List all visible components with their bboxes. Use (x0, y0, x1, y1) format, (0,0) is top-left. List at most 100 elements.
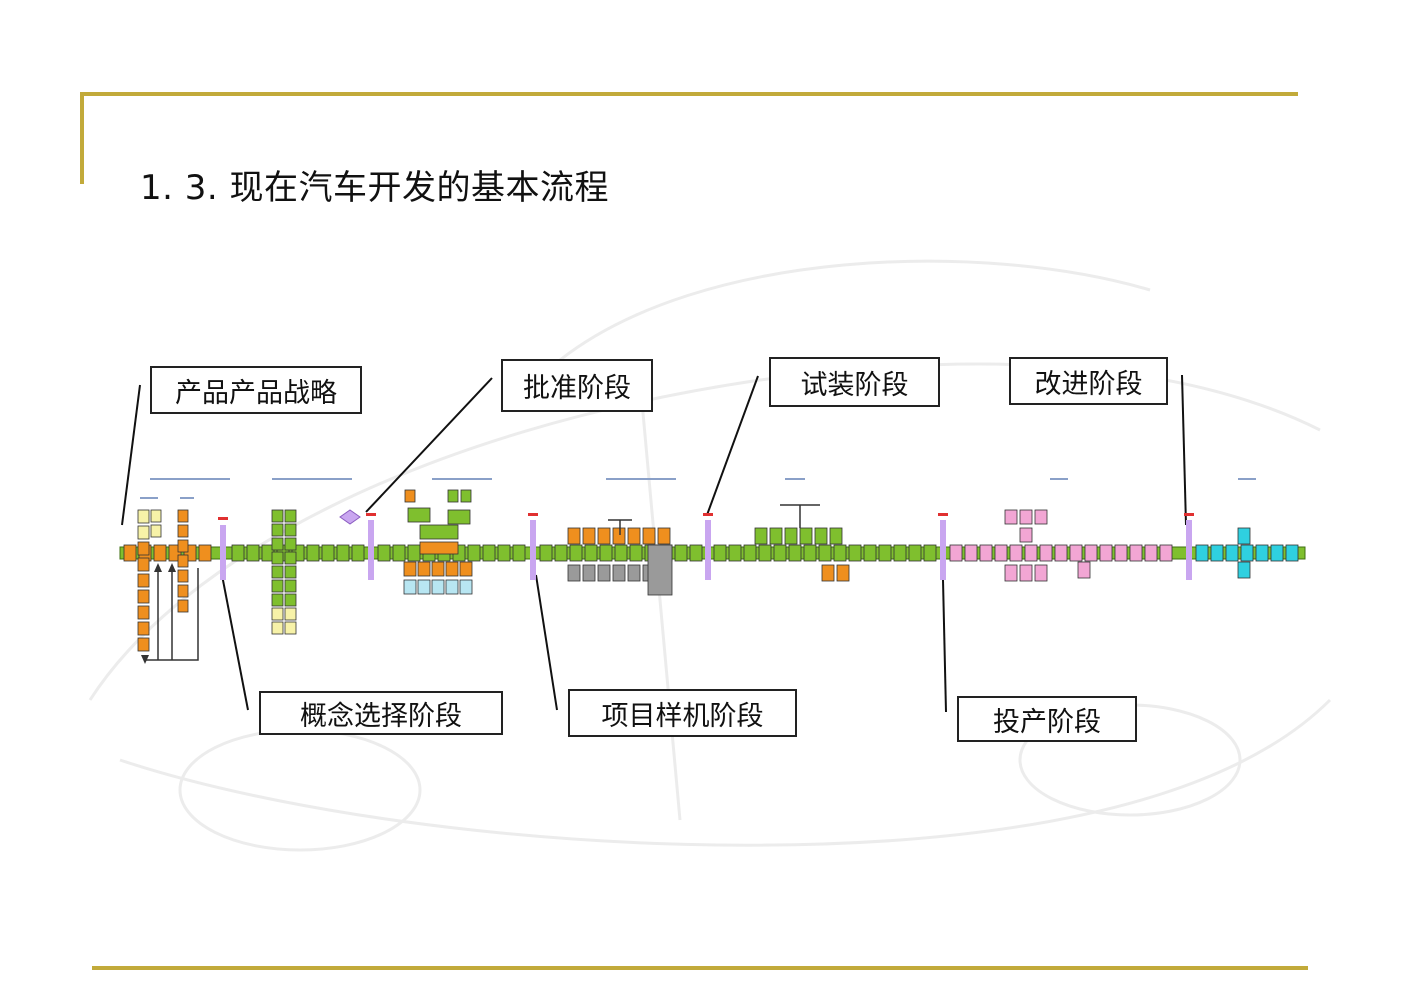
activity-block (627, 527, 641, 545)
activity-block (597, 527, 611, 545)
gate-flag (366, 513, 376, 516)
feedback-arrows (144, 568, 199, 661)
gate-flag (218, 517, 228, 520)
activity-block (284, 593, 297, 607)
bottom-rule (92, 966, 1308, 970)
activity-block (923, 544, 937, 562)
activity-block (567, 527, 581, 545)
activity-block (447, 509, 471, 525)
activity-block (177, 584, 189, 598)
gate-marker (530, 520, 536, 580)
activity-block (908, 544, 922, 562)
activity-block (554, 544, 568, 562)
activity-block (150, 509, 162, 523)
activity-block (1237, 561, 1251, 579)
activity-block (582, 527, 596, 545)
activity-block (336, 544, 350, 562)
page-title: 1. 3. 现在汽车开发的基本流程 (140, 168, 609, 208)
activity-block (246, 544, 260, 562)
activity-block (713, 544, 727, 562)
activity-block (137, 621, 150, 636)
activity-block (1159, 544, 1173, 562)
activity-block (1237, 527, 1251, 545)
activity-block (271, 607, 284, 621)
activity-block (284, 565, 297, 579)
stage-label-product-strategy: 产品产品战略 (150, 366, 362, 414)
activity-block (459, 579, 473, 595)
activity-block (417, 579, 431, 595)
gate-flag (703, 513, 713, 516)
activity-block (1024, 544, 1038, 562)
activity-block (351, 544, 365, 562)
activity-block (177, 599, 189, 613)
stage-label-approval: 批准阶段 (501, 359, 653, 412)
activity-block (743, 544, 757, 562)
activity-block (392, 544, 406, 562)
leader-line-improvement (1181, 374, 1187, 526)
activity-block (284, 579, 297, 593)
activity-block (284, 607, 297, 621)
activity-block (460, 489, 472, 503)
stage-label-improvement: 改进阶段 (1009, 357, 1168, 405)
activity-block (137, 637, 150, 652)
activity-block (614, 544, 628, 562)
activity-block (271, 551, 284, 565)
activity-block (271, 523, 284, 537)
activity-block (833, 544, 847, 562)
activity-block (1004, 564, 1018, 582)
activity-block (612, 564, 626, 582)
activity-block (404, 489, 416, 503)
gate-flag (938, 513, 948, 516)
activity-block (788, 544, 802, 562)
activity-block (769, 527, 783, 545)
activity-block (137, 541, 150, 556)
activity-block (377, 544, 391, 562)
activity-block (773, 544, 787, 562)
activity-block (612, 527, 626, 545)
activity-block (1039, 544, 1053, 562)
activity-block (642, 527, 656, 545)
leader-line-approval (365, 377, 493, 513)
activity-block (271, 537, 284, 551)
activity-block (407, 544, 421, 562)
activity-block (407, 507, 431, 523)
activity-block (657, 527, 671, 545)
activity-block (674, 544, 688, 562)
activity-block (284, 551, 297, 565)
activity-block (177, 524, 189, 538)
activity-block (1069, 544, 1083, 562)
stage-label-production: 投产阶段 (957, 696, 1137, 742)
activity-block (1034, 564, 1048, 582)
activity-block (271, 621, 284, 635)
activity-block (198, 544, 212, 562)
stage-label-project-prototype: 项目样机阶段 (568, 689, 797, 737)
activity-block (1129, 544, 1143, 562)
activity-block (758, 544, 772, 562)
activity-block (1144, 544, 1158, 562)
activity-block (137, 573, 150, 588)
activity-block (647, 544, 673, 596)
activity-block (447, 489, 459, 503)
activity-block (271, 509, 284, 523)
activity-block (567, 564, 581, 582)
leader-line-product-strategy (121, 384, 141, 526)
activity-block (1210, 544, 1224, 562)
activity-block (1019, 509, 1033, 525)
activity-block (431, 579, 445, 595)
tiny-captions (140, 478, 1256, 499)
activity-block (177, 554, 189, 568)
activity-block (829, 527, 843, 545)
activity-block (497, 544, 511, 562)
activity-block (445, 561, 459, 577)
activity-block (150, 524, 162, 538)
activity-block (284, 621, 297, 635)
activity-block (271, 565, 284, 579)
activity-block (878, 544, 892, 562)
activity-block (284, 509, 297, 523)
gate-flag (1184, 513, 1194, 516)
activity-blocks (123, 489, 1299, 652)
activity-block (814, 527, 828, 545)
activity-block (1114, 544, 1128, 562)
activity-block (459, 561, 473, 577)
